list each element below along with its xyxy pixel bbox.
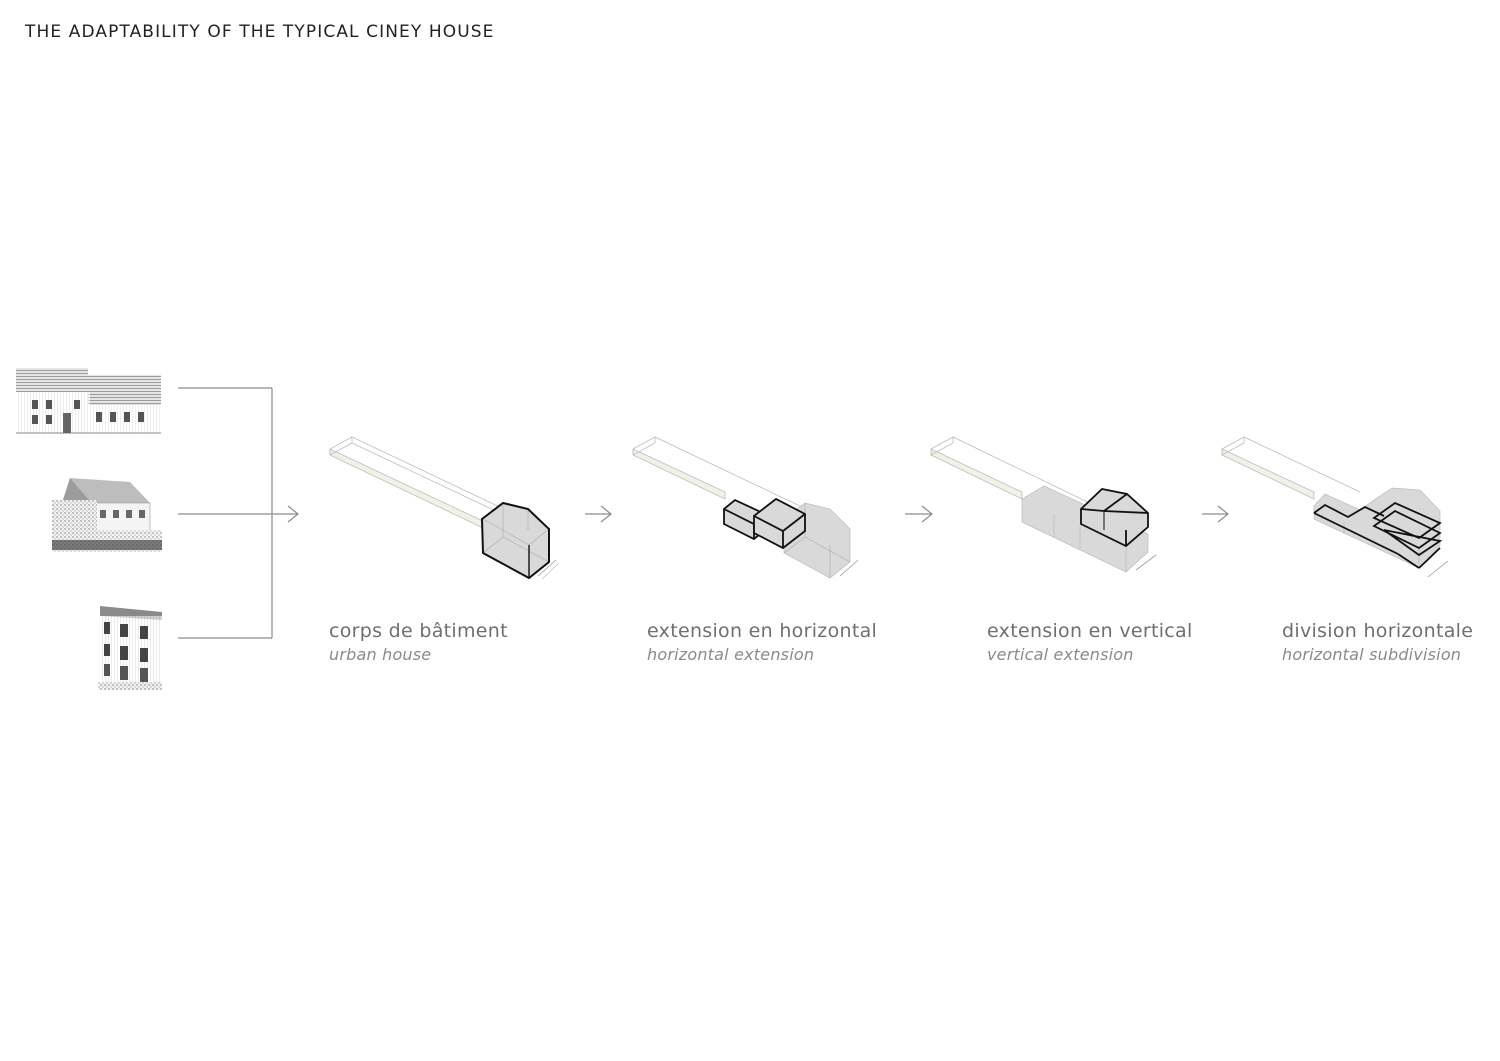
main-house-volume (480, 501, 560, 580)
stage-4-subtitle: horizontal subdivision (1282, 645, 1462, 664)
connector-bracket (178, 387, 299, 639)
stage-2-label: extension en horizontal horizontal exten… (647, 618, 877, 666)
subdivision-outlines (1313, 501, 1443, 569)
stage-1-title: corps de bâtiment (329, 620, 508, 642)
arrow-2 (905, 505, 933, 523)
extension-block-b (753, 497, 806, 550)
stage-3-label: extension en vertical vertical extension (987, 618, 1193, 666)
vertical-extension-block (1080, 488, 1149, 548)
stage-4-axonometric (1221, 436, 1449, 578)
stage-3-subtitle: vertical extension (987, 645, 1134, 664)
stage-2-axonometric (632, 436, 859, 579)
stage-2-title: extension en horizontal (647, 620, 878, 642)
farmhouse-sketch (16, 366, 161, 434)
page-title: THE ADAPTABILITY OF THE TYPICAL CINEY HO… (25, 22, 495, 42)
stage-3-title: extension en vertical (987, 620, 1193, 642)
arrow-3 (1202, 505, 1229, 523)
terraced-house-photo (98, 600, 162, 690)
arrow-1 (585, 505, 612, 523)
stage-3-axonometric (930, 436, 1157, 573)
stage-1-label: corps de bâtiment urban house (329, 618, 508, 666)
stage-2-subtitle: horizontal extension (647, 645, 815, 664)
stage-1-subtitle: urban house (329, 645, 432, 664)
base-volume (1021, 485, 1157, 573)
stage-4-title: division horizontale (1282, 620, 1474, 642)
stage-4-label: division horizontale horizontal subdivis… (1282, 618, 1473, 666)
detached-house-photo (52, 475, 162, 555)
stage-1-axonometric (329, 436, 560, 580)
